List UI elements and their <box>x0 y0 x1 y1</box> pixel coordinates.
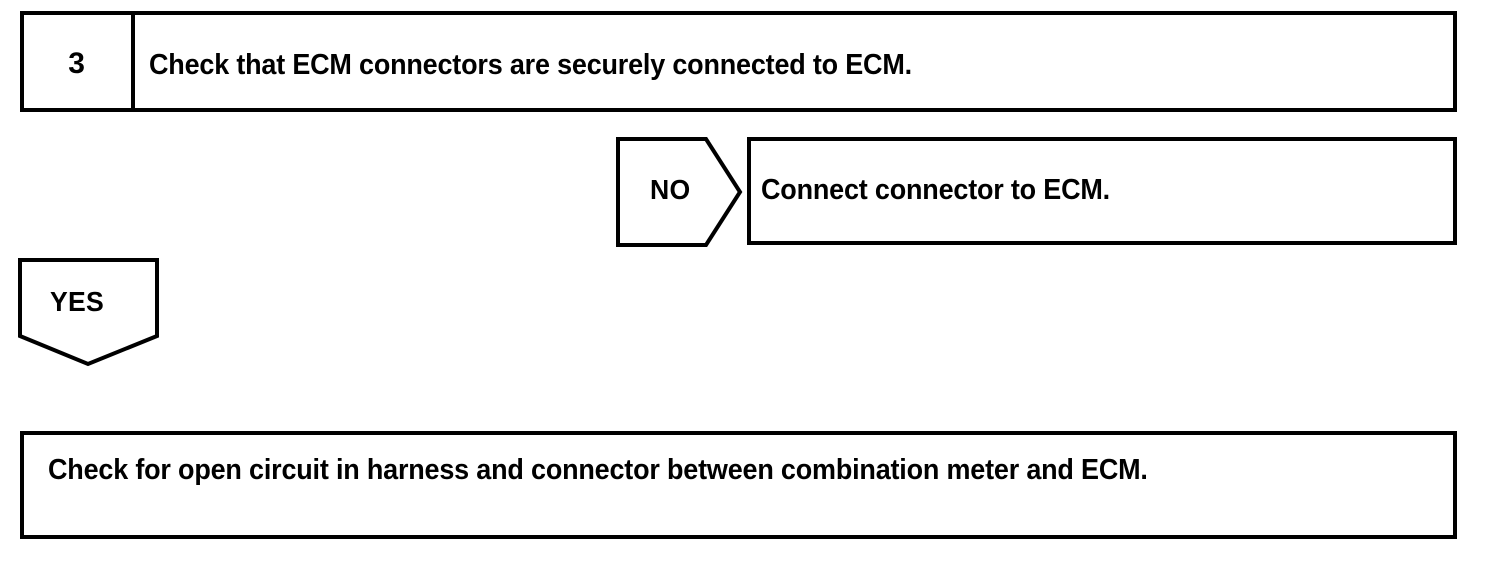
step-number-divider <box>131 11 135 112</box>
yes-branch-arrow <box>18 258 159 367</box>
no-branch-label: NO <box>650 174 691 205</box>
next-step-box <box>20 431 1457 539</box>
no-branch-arrow <box>616 137 743 247</box>
step-number: 3 <box>68 47 85 80</box>
step-3-box <box>20 11 1457 112</box>
next-step-text: Check for open circuit in harness and co… <box>48 454 1148 486</box>
step-instruction-text: Check that ECM connectors are securely c… <box>149 49 912 81</box>
yes-branch-label: YES <box>50 286 105 317</box>
no-result-box <box>747 137 1457 245</box>
no-result-text: Connect connector to ECM. <box>761 174 1110 206</box>
